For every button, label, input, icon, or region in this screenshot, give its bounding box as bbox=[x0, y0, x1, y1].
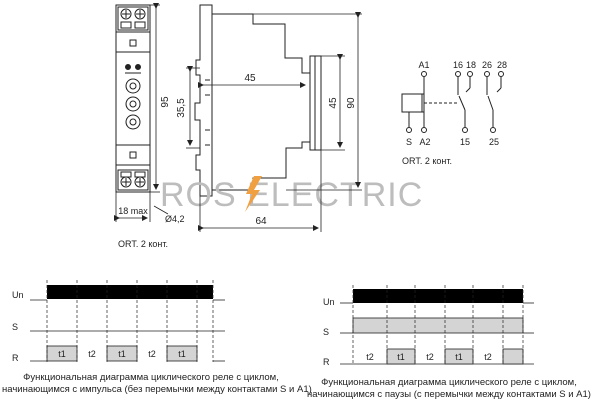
dim-90: 90 bbox=[346, 97, 357, 109]
interval-label: t1 bbox=[397, 352, 405, 362]
dim-18-max: 18 max bbox=[118, 206, 148, 216]
r-pulse bbox=[502, 348, 524, 365]
terminal-a1: A1 bbox=[418, 60, 429, 70]
row-label-r: R bbox=[323, 357, 330, 367]
un-bar bbox=[47, 285, 213, 299]
wiring-caption: ORT. 2 конт. bbox=[402, 156, 452, 166]
terminal-25: 25 bbox=[489, 137, 499, 147]
terminal-18: 18 bbox=[466, 60, 476, 70]
dim-45-right: 45 bbox=[328, 97, 339, 109]
interval-label: t2 bbox=[366, 352, 374, 362]
dim-64: 64 bbox=[255, 216, 267, 227]
terminal-15: 15 bbox=[460, 137, 470, 147]
timing-diagram-left: Un S R t1 t2 t1 t2 t1 bbox=[12, 280, 225, 363]
dim-35-5: 35,5 bbox=[176, 98, 187, 118]
dim-hole: Ø4,2 bbox=[165, 214, 185, 224]
interval-label: t1 bbox=[455, 352, 463, 362]
dim-95: 95 bbox=[160, 96, 171, 108]
caption-line: начинающимся с импульса (без перемычки м… bbox=[2, 384, 312, 395]
caption-line: начинающимся с паузы (с перемычки между … bbox=[307, 389, 591, 400]
wiring-diagram bbox=[401, 71, 504, 133]
terminal-a2: A2 bbox=[419, 137, 430, 147]
drawing-caption: ORT. 2 конт. bbox=[118, 239, 168, 249]
dim-45-top: 45 bbox=[244, 73, 256, 84]
timing-diagram-right: Un S R t2 t1 t2 t1 t2 bbox=[323, 285, 534, 367]
dimension-lines bbox=[114, 3, 362, 232]
watermark: ROS ELECTRIC bbox=[160, 176, 423, 214]
s-bar bbox=[352, 317, 524, 334]
relay-front-view bbox=[115, 4, 151, 193]
caption-line: Функциональная диаграмма циклического ре… bbox=[321, 377, 577, 388]
interval-label: t2 bbox=[426, 352, 434, 362]
interval-label: t2 bbox=[88, 349, 96, 359]
r-pulse bbox=[46, 345, 78, 362]
r-pulse bbox=[166, 345, 198, 362]
timing-right-caption: Функциональная диаграмма циклического ре… bbox=[300, 377, 598, 401]
wiring-labels: A1 16 18 26 28 S A2 15 25 ORT. 2 конт. bbox=[402, 60, 507, 166]
relay-side-view bbox=[194, 4, 322, 197]
terminal-26: 26 bbox=[482, 60, 492, 70]
interval-label: t2 bbox=[484, 352, 492, 362]
row-label-r: R bbox=[12, 353, 19, 363]
interval-label: t1 bbox=[118, 349, 126, 359]
terminal-16: 16 bbox=[453, 60, 463, 70]
caption-line: Функциональная диаграмма циклического ре… bbox=[23, 372, 279, 383]
r-pulse bbox=[106, 345, 138, 362]
watermark-text: ROS ELECTRIC bbox=[160, 176, 423, 214]
row-label-s: S bbox=[12, 322, 18, 332]
dimension-labels: 95 18 max Ø4,2 35,5 45 64 45 90 ORT. 2 к… bbox=[118, 73, 357, 249]
row-label-un: Un bbox=[12, 290, 24, 300]
interval-label: t1 bbox=[58, 349, 66, 359]
un-bar bbox=[353, 289, 523, 303]
interval-label: t2 bbox=[148, 349, 156, 359]
terminal-28: 28 bbox=[497, 60, 507, 70]
terminal-s: S bbox=[406, 137, 412, 147]
watermark-bolt-icon bbox=[245, 176, 262, 212]
timing-left-caption: Функциональная диаграмма циклического ре… bbox=[2, 372, 312, 396]
interval-label: t1 bbox=[178, 349, 186, 359]
row-label-s: S bbox=[323, 327, 329, 337]
row-label-un: Un bbox=[323, 297, 335, 307]
